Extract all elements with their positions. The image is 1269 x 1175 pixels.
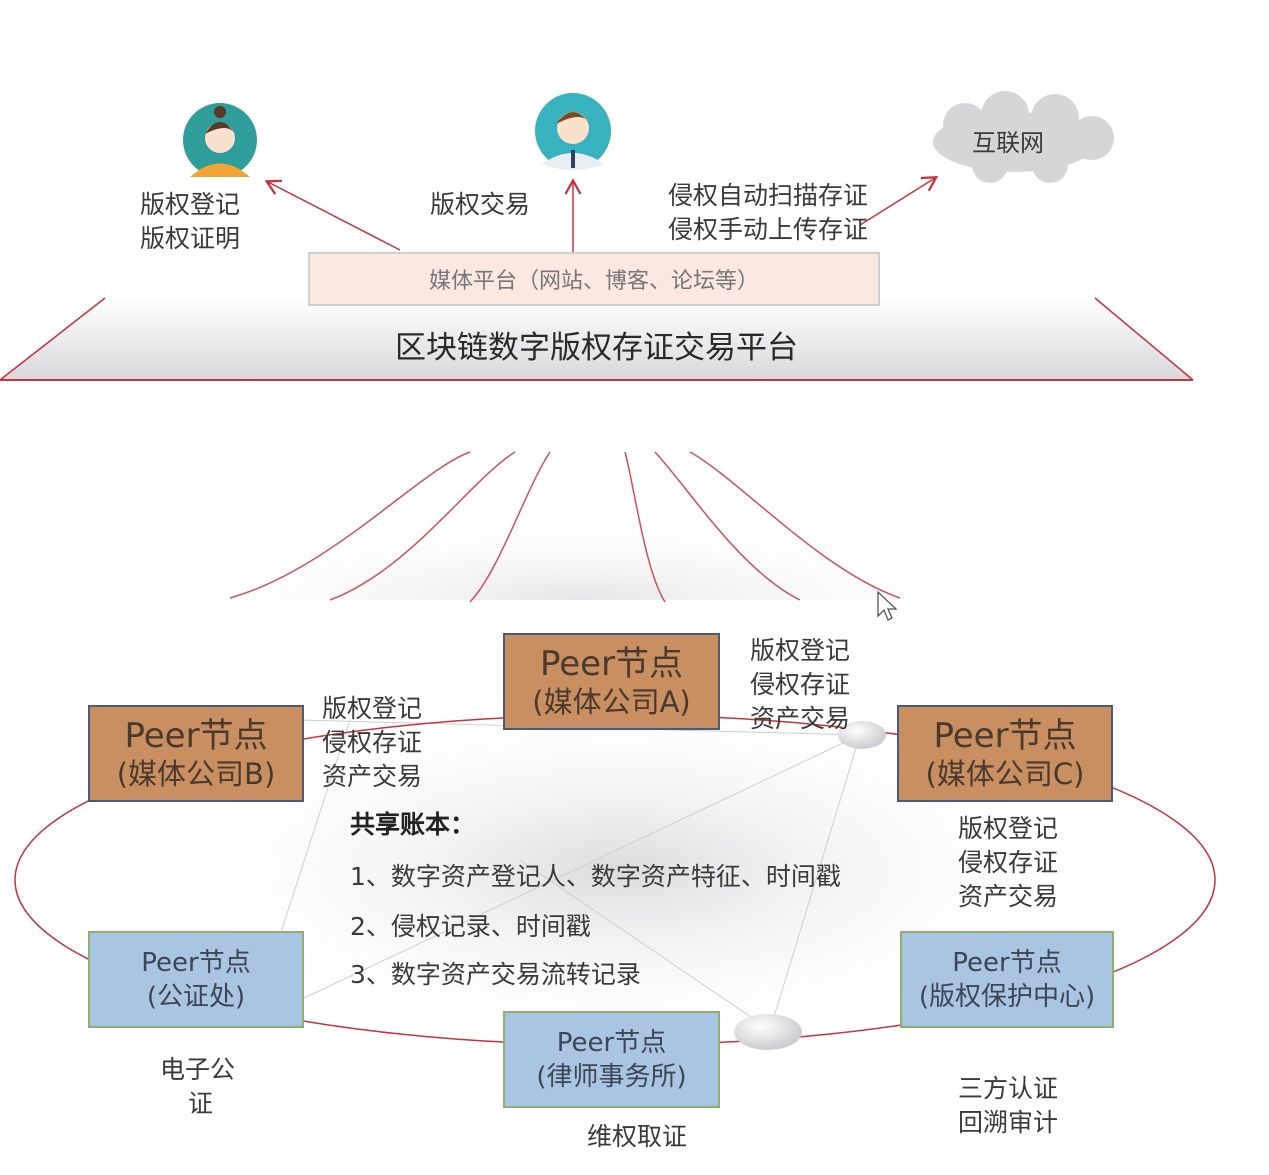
node-c-label: 侵权存证 [958, 848, 1059, 877]
mouse-cursor-icon [877, 590, 898, 621]
node-a-label: 版权登记 [750, 636, 851, 665]
node-title: Peer节点 [952, 947, 1062, 978]
node-title: Peer节点 [141, 947, 251, 978]
node-title: Peer节点 [556, 1027, 667, 1058]
node-title: Peer节点 [124, 715, 268, 756]
node-b-label: 资产交易 [322, 762, 423, 791]
center-label: 回溯审计 [958, 1108, 1059, 1137]
node-b-label: 版权登记 [322, 694, 423, 723]
peer-node-media-a: Peer节点 (媒体公司A) [503, 633, 720, 730]
label-manual-upload: 侵权手动上传存证 [668, 215, 869, 244]
node-subtitle: (公证处) [146, 981, 246, 1012]
label-copyright-proof: 版权证明 [140, 224, 241, 253]
user-female-icon [183, 103, 257, 177]
peer-node-media-c: Peer节点 (媒体公司C) [897, 705, 1113, 802]
peer-node-notary: Peer节点 (公证处) [88, 931, 304, 1028]
node-c-label: 版权登记 [958, 814, 1059, 843]
label-copyright-trade: 版权交易 [430, 190, 531, 219]
law-firm-label: 维权取证 [587, 1122, 688, 1151]
node-subtitle: (媒体公司C) [925, 756, 1085, 791]
arrow-right [859, 175, 939, 226]
peer-node-copyright-center: Peer节点 (版权保护中心) [900, 931, 1114, 1028]
media-platform-box: 媒体平台（网站、博客、论坛等） [308, 252, 880, 306]
cone-shadow [220, 452, 940, 600]
platform-trapezoid [0, 298, 1193, 380]
node-a-label: 侵权存证 [750, 670, 851, 699]
node-a-label: 资产交易 [750, 704, 851, 733]
mesh-lines [279, 719, 861, 1031]
user-male-icon [535, 93, 611, 170]
notary-label: 电子公 [160, 1055, 236, 1084]
ledger-item: 2、侵权记录、时间戳 [350, 912, 591, 941]
notary-label: 证 [188, 1089, 214, 1118]
node-c-label: 资产交易 [958, 882, 1059, 911]
cone-lines [229, 451, 901, 603]
peer-node-media-b: Peer节点 (媒体公司B) [88, 705, 304, 802]
node-subtitle: (版权保护中心) [918, 981, 1096, 1012]
peer-node-law-firm: Peer节点 (律师事务所) [503, 1011, 720, 1108]
label-copyright-register: 版权登记 [140, 190, 241, 219]
node-b-label: 侵权存证 [322, 728, 423, 757]
cloud-label: 互联网 [972, 129, 1044, 157]
ledger-item: 3、数字资产交易流转记录 [350, 960, 641, 989]
center-label: 三方认证 [958, 1074, 1059, 1103]
arrow-left [264, 179, 401, 251]
platform-title: 区块链数字版权存证交易平台 [395, 330, 798, 366]
node-subtitle: (律师事务所) [536, 1061, 687, 1092]
label-auto-scan: 侵权自动扫描存证 [668, 181, 869, 210]
cloud-icon [933, 91, 1114, 183]
node-title: Peer节点 [539, 643, 684, 684]
node-subtitle: (媒体公司A) [532, 684, 691, 719]
ledger-title: 共享账本： [350, 810, 476, 839]
node-title: Peer节点 [933, 715, 1077, 756]
ledger-item: 1、数字资产登记人、数字资产特征、时间戳 [350, 862, 841, 891]
node-subtitle: (媒体公司B) [116, 756, 276, 791]
